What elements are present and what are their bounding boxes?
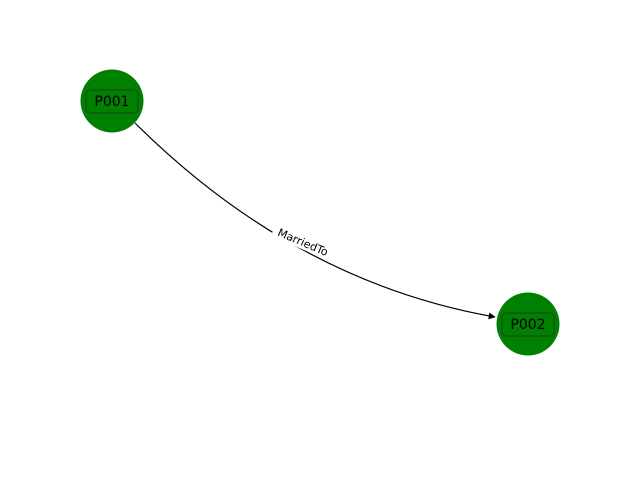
- node-label-box: [85, 89, 139, 114]
- edge-line: [134, 122, 496, 320]
- node-p001[interactable]: P001: [80, 69, 144, 133]
- node-circle: [496, 292, 560, 356]
- edge-label: MarriedTo: [276, 226, 331, 259]
- node-p002[interactable]: P002: [496, 292, 560, 356]
- edge-label-background: [270, 223, 336, 261]
- edge-p001-p002: MarriedTo: [134, 122, 496, 320]
- node-label-box: [501, 312, 555, 337]
- node-label: P001: [94, 94, 129, 110]
- node-label: P002: [510, 317, 545, 333]
- node-circle: [80, 69, 144, 133]
- edge-label-group: MarriedTo: [270, 223, 336, 261]
